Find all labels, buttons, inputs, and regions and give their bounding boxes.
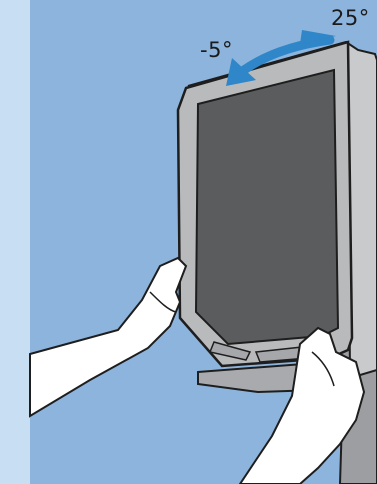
monitor-body [178, 42, 377, 378]
tilt-backward-label: 25° [331, 6, 370, 30]
tilt-forward-label: -5° [200, 38, 233, 62]
left-hand [30, 258, 186, 416]
